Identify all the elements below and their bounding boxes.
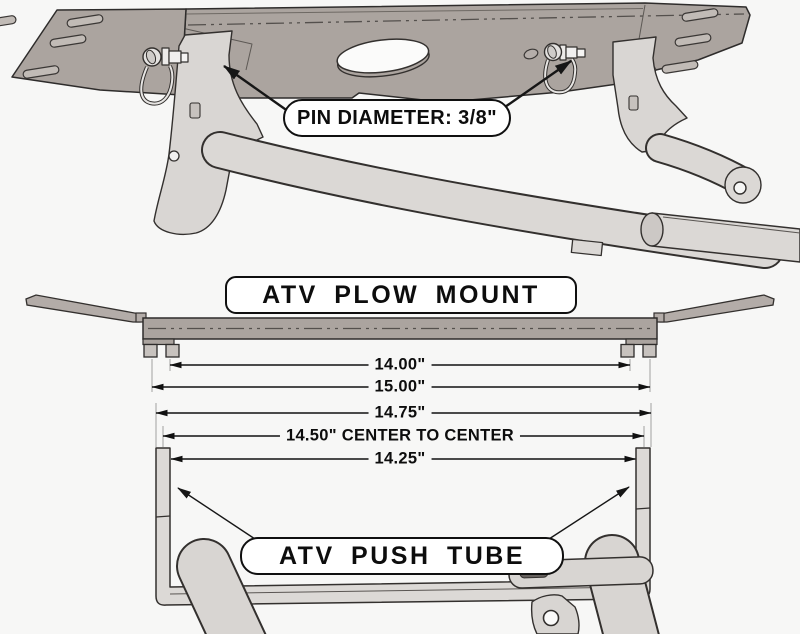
plow-tube-left (176, 538, 267, 634)
left-tower-bracket (153, 30, 264, 236)
left-bracket-slot (189, 102, 201, 119)
right-bracket-slot (628, 95, 639, 111)
pin-pointer-arrow-left (223, 65, 293, 115)
dimension-14-00: 14.00" (368, 355, 432, 375)
push-tube-title: ATV PUSH TUBE (240, 537, 564, 575)
pin-diameter-callout: PIN DIAMETER: 3/8" (283, 99, 511, 137)
right-pin (543, 42, 586, 95)
center-hole (336, 38, 430, 78)
plate-centerline (187, 13, 745, 26)
plow-mount-title: ATV PLOW MOUNT (225, 276, 577, 314)
arm-tab (570, 238, 604, 257)
push-tube-view (155, 447, 660, 634)
bracket-hole (542, 609, 560, 627)
tube-pointer-arrow-right (548, 486, 630, 540)
pivot-hole (733, 181, 747, 195)
left-mount-wing (25, 294, 141, 323)
dimension-15-00: 15.00" (368, 377, 432, 397)
dimension-14-50-center-to-center: 14.50" CENTER TO CENTER (279, 426, 521, 446)
right-wing-slots (661, 8, 719, 74)
mount-tabs (143, 343, 657, 358)
right-mount-wing (659, 294, 775, 323)
mount-plate (180, 2, 751, 102)
isometric-mount-view (0, 2, 800, 269)
lower-arm-right (645, 133, 762, 204)
dimension-14-25: 14.25" (368, 449, 432, 469)
pin-pointer-arrow-right (504, 60, 572, 108)
left-bracket-hole (168, 150, 180, 162)
small-hole (523, 48, 539, 60)
cross-tube-rear (640, 212, 800, 263)
right-tower-bracket (612, 36, 688, 153)
left-wing-slots (0, 14, 104, 79)
left-pin (139, 47, 189, 106)
dimension-14-75: 14.75" (368, 403, 432, 423)
tube-pointer-arrow-left (177, 487, 256, 540)
